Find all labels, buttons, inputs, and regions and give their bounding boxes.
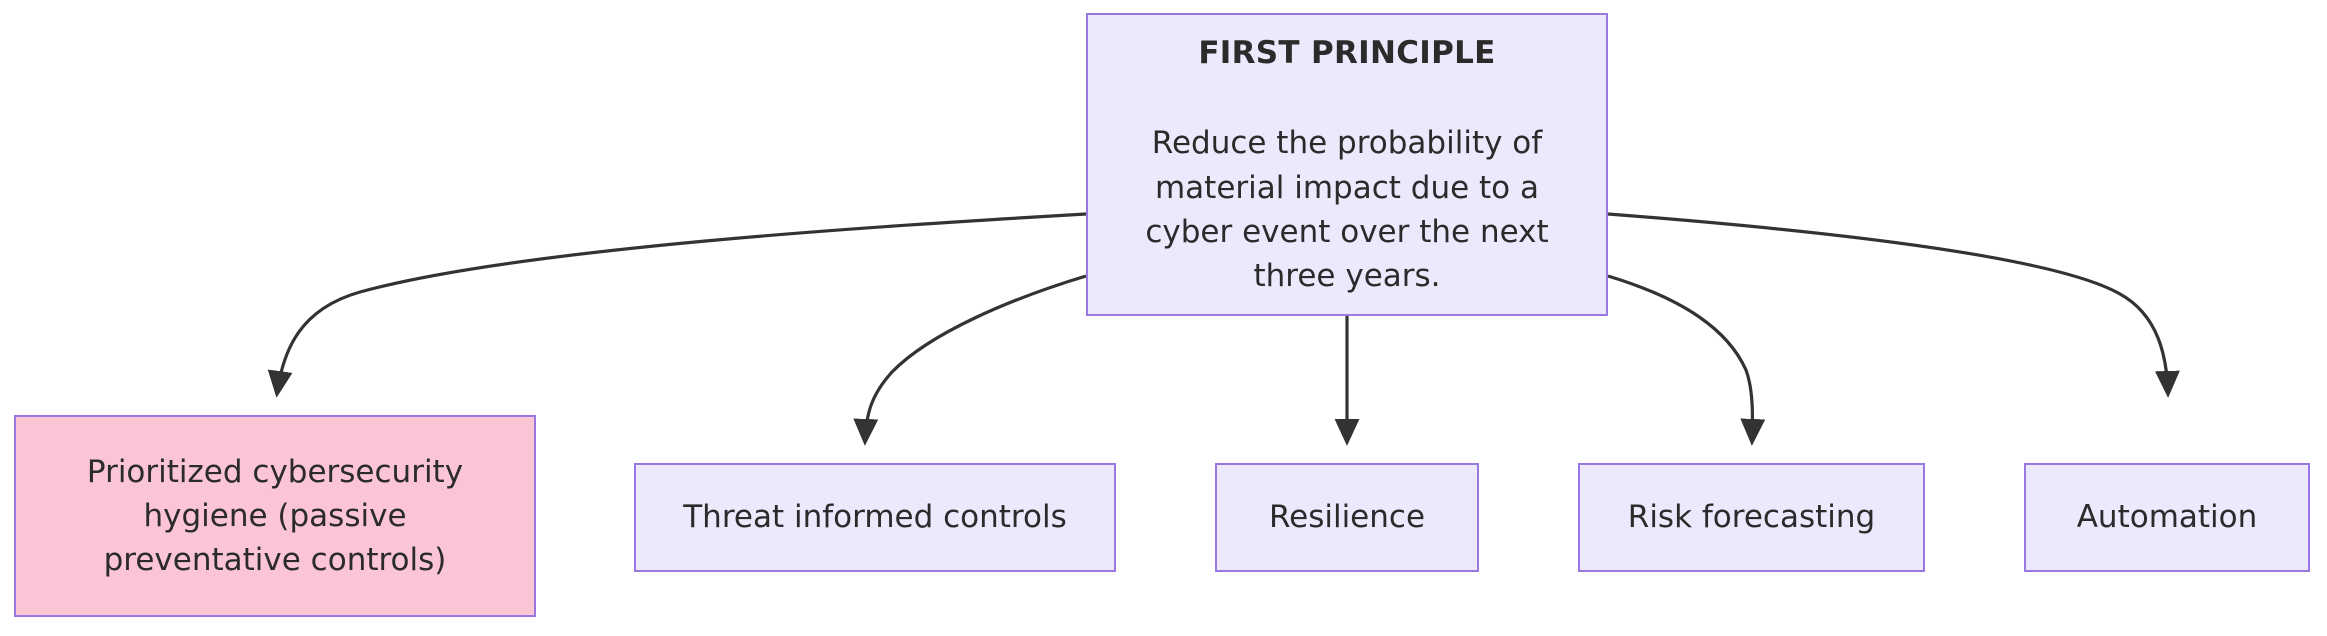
node-first-principle-body: Reduce the probability of material impac… xyxy=(1145,125,1549,294)
edge-root-to-automation xyxy=(1607,212,2180,398)
node-hygiene-label: Prioritized cybersecurity hygiene (passi… xyxy=(86,453,464,578)
node-resilience[interactable]: Resilience xyxy=(1215,463,1479,572)
node-first-principle-text: FIRST PRINCIPLE Reduce the probability o… xyxy=(1102,0,1592,342)
edge-root-to-risk-forecasting xyxy=(1607,274,1766,446)
node-first-principle[interactable]: FIRST PRINCIPLE Reduce the probability o… xyxy=(1086,13,1608,316)
node-hygiene[interactable]: Prioritized cybersecurity hygiene (passi… xyxy=(14,415,536,617)
node-automation[interactable]: Automation xyxy=(2024,463,2310,572)
node-first-principle-title: FIRST PRINCIPLE xyxy=(1198,35,1496,72)
node-risk-forecasting-label: Risk forecasting xyxy=(1627,499,1876,536)
node-resilience-label: Resilience xyxy=(1268,499,1426,536)
node-threat-informed-controls-label: Threat informed controls xyxy=(683,499,1067,536)
node-threat-informed-controls[interactable]: Threat informed controls xyxy=(634,463,1116,572)
node-risk-forecasting[interactable]: Risk forecasting xyxy=(1578,463,1925,572)
edge-root-to-hygiene xyxy=(267,212,1087,398)
node-automation-label: Automation xyxy=(2076,499,2258,536)
edge-root-to-threat-informed-controls xyxy=(853,274,1087,446)
